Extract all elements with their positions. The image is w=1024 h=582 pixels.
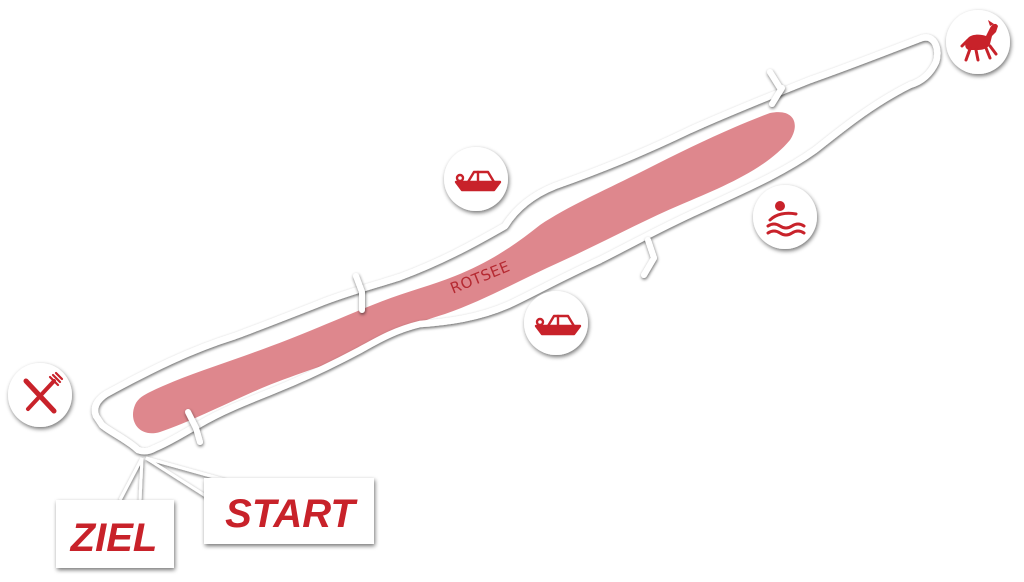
finish-label-text: ZIEL [70, 516, 158, 560]
finish-label: ZIEL [56, 500, 174, 568]
poi-restaurant[interactable] [8, 363, 72, 427]
start-label: START [204, 478, 374, 544]
poi-boat-north[interactable] [444, 147, 508, 211]
lake-rotsee [132, 112, 795, 434]
direction-arrows [185, 69, 785, 445]
arrow-west [353, 273, 365, 313]
start-label-text: START [225, 492, 358, 536]
poi-horse[interactable] [946, 10, 1010, 74]
motorboat-icon [454, 170, 502, 192]
motorboat-icon [534, 314, 582, 336]
knife-fork-icon [23, 371, 64, 414]
arrow-north [767, 69, 785, 107]
arrow-south [185, 409, 203, 445]
poi-swimming[interactable] [753, 185, 817, 249]
swimmer-icon [766, 201, 806, 237]
trail-loop [91, 34, 941, 455]
arrow-east [641, 237, 657, 278]
poi-boat-south[interactable] [524, 291, 588, 355]
horse-icon [960, 20, 998, 62]
label-callouts [118, 456, 226, 502]
